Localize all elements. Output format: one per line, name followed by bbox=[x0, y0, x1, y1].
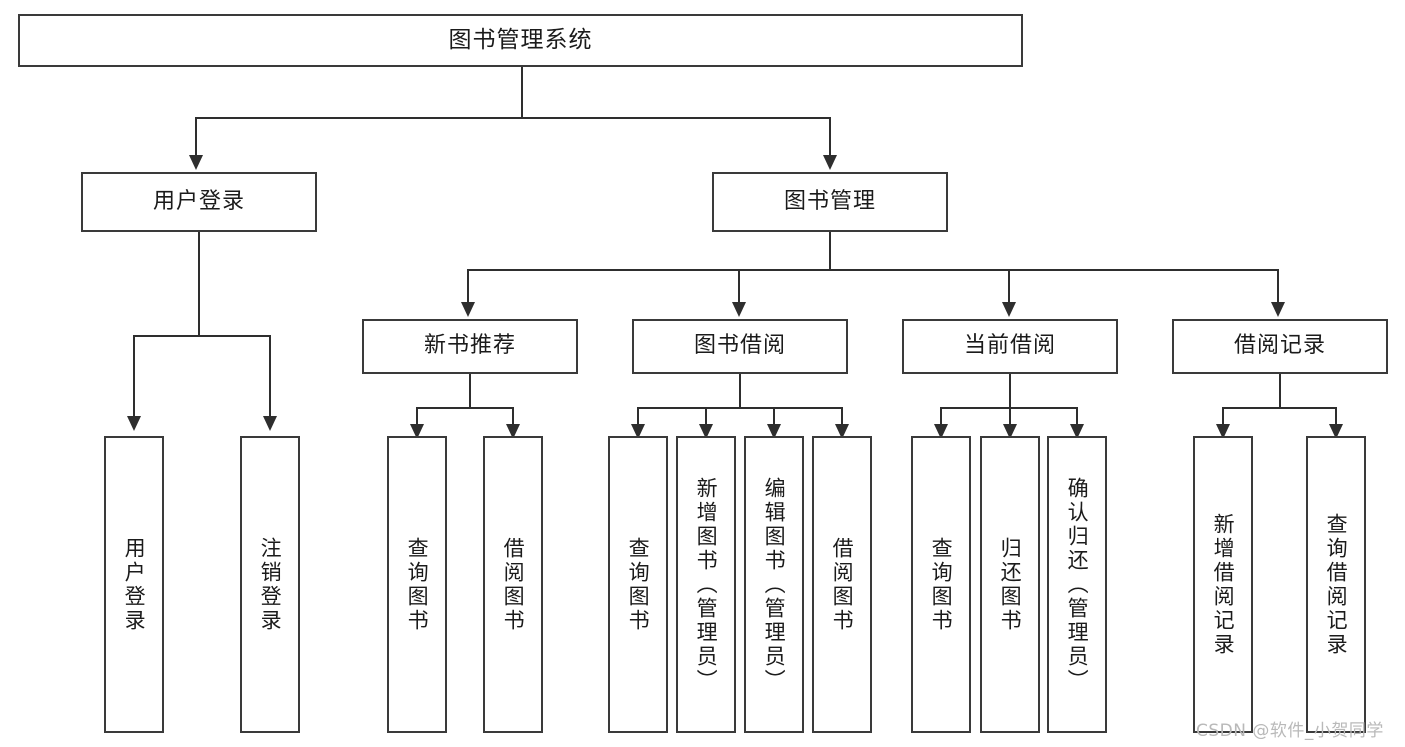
connector-bb-to-leaf-2 bbox=[705, 407, 707, 425]
node-book-borrow[interactable]: 图书借阅 bbox=[632, 319, 848, 374]
connector-root-to-book-management bbox=[829, 117, 831, 156]
node-root-book-management-system[interactable]: 图书管理系统 bbox=[18, 14, 1023, 67]
connector-book-borrow-stem bbox=[739, 374, 741, 408]
node-borrow-record[interactable]: 借阅记录 bbox=[1172, 319, 1388, 374]
arrow-bb-to-leaf-1 bbox=[631, 424, 645, 439]
arrow-bm-to-borrow-record bbox=[1271, 302, 1285, 317]
leaf-logout[interactable]: 注销登录 bbox=[240, 436, 300, 733]
connector-book-borrow-bar bbox=[637, 407, 842, 409]
connector-user-login-to-leaf-2 bbox=[269, 335, 271, 417]
connector-user-login-to-leaf-1 bbox=[133, 335, 135, 417]
arrow-bm-to-new-book bbox=[461, 302, 475, 317]
node-current-borrow[interactable]: 当前借阅 bbox=[902, 319, 1118, 374]
arrow-bm-to-book-borrow bbox=[732, 302, 746, 317]
arrow-bb-to-leaf-3 bbox=[767, 424, 781, 439]
connector-bm-to-current-borrow bbox=[1008, 269, 1010, 303]
connector-root-stem bbox=[521, 67, 523, 117]
leaf-confirm-return-admin[interactable]: 确认归还（管理员） bbox=[1047, 436, 1107, 733]
leaf-query-book-recommend[interactable]: 查询图书 bbox=[387, 436, 447, 733]
leaf-borrow-book-recommend[interactable]: 借阅图书 bbox=[483, 436, 543, 733]
connector-bm-to-borrow-record bbox=[1277, 269, 1279, 303]
arrow-root-to-book-management bbox=[823, 155, 837, 170]
connector-br-to-leaf-2 bbox=[1335, 407, 1337, 425]
connector-user-login-stem bbox=[198, 232, 200, 335]
node-book-management[interactable]: 图书管理 bbox=[712, 172, 948, 232]
connector-bb-to-leaf-3 bbox=[773, 407, 775, 425]
leaf-user-login[interactable]: 用户登录 bbox=[104, 436, 164, 733]
connector-book-management-bar bbox=[467, 269, 1279, 271]
arrow-bb-to-leaf-4 bbox=[835, 424, 849, 439]
leaf-add-borrow-record[interactable]: 新增借阅记录 bbox=[1193, 436, 1253, 733]
arrow-cb-to-leaf-2 bbox=[1003, 424, 1017, 439]
leaf-borrow-book[interactable]: 借阅图书 bbox=[812, 436, 872, 733]
leaf-return-book[interactable]: 归还图书 bbox=[980, 436, 1040, 733]
leaf-add-book-admin[interactable]: 新增图书（管理员） bbox=[676, 436, 736, 733]
leaf-query-borrow-record[interactable]: 查询借阅记录 bbox=[1306, 436, 1366, 733]
arrow-cb-to-leaf-3 bbox=[1070, 424, 1084, 439]
arrow-root-to-user-login bbox=[189, 155, 203, 170]
leaf-edit-book-admin[interactable]: 编辑图书（管理员） bbox=[744, 436, 804, 733]
connector-root-bar bbox=[195, 117, 831, 119]
arrow-br-to-leaf-2 bbox=[1329, 424, 1343, 439]
connector-cb-to-leaf-2 bbox=[1009, 407, 1011, 425]
connector-bb-to-leaf-1 bbox=[637, 407, 639, 425]
connector-root-to-user-login bbox=[195, 117, 197, 156]
arrow-cb-to-leaf-1 bbox=[934, 424, 948, 439]
connector-new-book-bar bbox=[416, 407, 514, 409]
node-user-login[interactable]: 用户登录 bbox=[81, 172, 317, 232]
connector-book-management-stem bbox=[829, 232, 831, 271]
connector-cb-to-leaf-3 bbox=[1076, 407, 1078, 425]
connector-borrow-record-stem bbox=[1279, 374, 1281, 408]
connector-new-book-to-leaf-1 bbox=[416, 407, 418, 425]
connector-user-login-bar bbox=[133, 335, 271, 337]
connector-br-to-leaf-1 bbox=[1222, 407, 1224, 425]
arrow-bb-to-leaf-2 bbox=[699, 424, 713, 439]
connector-bb-to-leaf-4 bbox=[841, 407, 843, 425]
node-new-book-recommend[interactable]: 新书推荐 bbox=[362, 319, 578, 374]
arrow-bm-to-current-borrow bbox=[1002, 302, 1016, 317]
arrow-new-book-to-leaf-2 bbox=[506, 424, 520, 439]
connector-bm-to-new-book bbox=[467, 269, 469, 303]
csdn-watermark: CSDN @软件_小贺同学 bbox=[1196, 721, 1384, 741]
connector-new-book-stem bbox=[469, 374, 471, 408]
leaf-query-book-current[interactable]: 查询图书 bbox=[911, 436, 971, 733]
arrow-user-login-to-leaf-1 bbox=[127, 416, 141, 431]
leaf-query-book-borrow[interactable]: 查询图书 bbox=[608, 436, 668, 733]
arrow-new-book-to-leaf-1 bbox=[410, 424, 424, 439]
connector-cb-to-leaf-1 bbox=[940, 407, 942, 425]
arrow-user-login-to-leaf-2 bbox=[263, 416, 277, 431]
connector-bm-to-book-borrow bbox=[738, 269, 740, 303]
connector-current-borrow-stem bbox=[1009, 374, 1011, 408]
arrow-br-to-leaf-1 bbox=[1216, 424, 1230, 439]
connector-borrow-record-bar bbox=[1222, 407, 1337, 409]
connector-new-book-to-leaf-2 bbox=[512, 407, 514, 425]
